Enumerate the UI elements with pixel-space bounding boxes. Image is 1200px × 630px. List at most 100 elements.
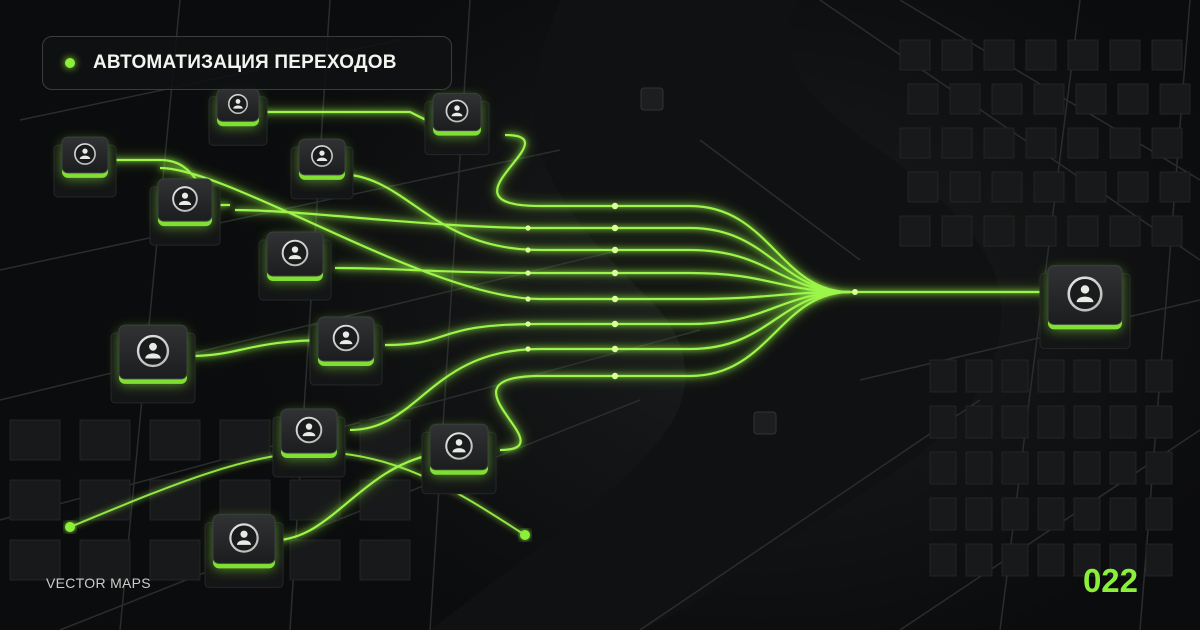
user-icon-head [235, 99, 241, 104]
connection-path [337, 172, 851, 294]
city-block [9, 479, 61, 521]
connection-path [349, 290, 851, 432]
city-block [965, 543, 993, 577]
user-icon-head [454, 105, 460, 111]
city-block [907, 83, 939, 115]
user-icon [332, 324, 360, 352]
city-block [1001, 359, 1029, 393]
city-block [949, 83, 981, 115]
user-icon [228, 94, 248, 114]
road [289, 0, 331, 630]
user-icon [1067, 276, 1103, 312]
user-icon-head [305, 423, 313, 430]
city-block [1037, 359, 1065, 393]
city-block [899, 215, 931, 247]
city-block [1109, 127, 1141, 159]
map-marker [753, 411, 777, 435]
user-node [110, 324, 196, 404]
signal-dot [525, 270, 531, 276]
user-node [258, 231, 332, 301]
city-block [983, 127, 1015, 159]
signal-dot [852, 289, 858, 295]
city-block [1151, 127, 1183, 159]
user-icon [281, 239, 309, 267]
signal-dot [525, 247, 531, 253]
city-block [965, 497, 993, 531]
user-icon-head [149, 342, 157, 351]
issue-number: 022 [1082, 562, 1138, 599]
city-block [949, 171, 981, 203]
city-block [929, 543, 957, 577]
user-icon-body [302, 432, 316, 437]
city-block [219, 419, 271, 461]
city-block [9, 419, 61, 461]
connection-path [274, 453, 431, 542]
user-node [290, 138, 354, 200]
user-icon-head [82, 148, 88, 154]
city-block [1109, 405, 1137, 439]
city-block [1109, 543, 1137, 577]
city-block [1117, 171, 1149, 203]
user-node [204, 514, 284, 588]
user-icon-body [288, 255, 302, 260]
city-block [1033, 171, 1065, 203]
signal-dot [611, 372, 619, 380]
user-icon-body [1076, 296, 1094, 303]
city-block [1145, 451, 1173, 485]
signal-dot [525, 321, 531, 327]
user-icon [445, 432, 473, 460]
map-marker [640, 87, 664, 111]
city-block [929, 451, 957, 485]
user-node [424, 92, 490, 156]
city-block [79, 419, 131, 461]
user-icon-head [240, 530, 248, 538]
user-icon-head [455, 439, 463, 446]
city-block [1037, 451, 1065, 485]
user-node [149, 178, 221, 246]
user-icon [136, 334, 170, 368]
user-icon [445, 99, 469, 123]
city-block [965, 405, 993, 439]
signal-dot [611, 269, 619, 277]
city-block [1159, 171, 1191, 203]
city-block [1075, 171, 1107, 203]
user-icon [311, 145, 333, 167]
city-block [1037, 405, 1065, 439]
city-block [1001, 451, 1029, 485]
city-block [907, 171, 939, 203]
user-nodes [53, 87, 1131, 588]
city-block [991, 171, 1023, 203]
user-node [272, 408, 346, 478]
signal-dot [520, 530, 530, 540]
city-block [965, 359, 993, 393]
user-icon-head [181, 192, 189, 199]
signal-dot [611, 224, 619, 232]
title-badge: АВТОМАТИЗАЦИЯ ПЕРЕХОДОВ [42, 36, 452, 90]
city-block [1037, 543, 1065, 577]
city-block [1073, 405, 1101, 439]
city-block [1073, 543, 1101, 577]
city-block [929, 359, 957, 393]
city-block [1033, 83, 1065, 115]
user-icon [172, 186, 198, 212]
signal-dot [611, 246, 619, 254]
user-icon-body [178, 200, 192, 205]
user-icon-head [319, 150, 325, 156]
city-block [1109, 359, 1137, 393]
connection-path [496, 133, 851, 294]
user-node [421, 423, 497, 495]
user-icon-head [1080, 285, 1090, 294]
city-block [1075, 83, 1107, 115]
user-icon-head [342, 331, 350, 338]
connection-path [384, 290, 851, 347]
city-block [1145, 405, 1173, 439]
city-block [1109, 497, 1137, 531]
brand-label: VECTOR MAPS [46, 575, 151, 591]
city-block [219, 479, 271, 521]
road [639, 399, 981, 630]
connection-path [260, 110, 431, 123]
city-block [965, 451, 993, 485]
city-block [149, 419, 201, 461]
